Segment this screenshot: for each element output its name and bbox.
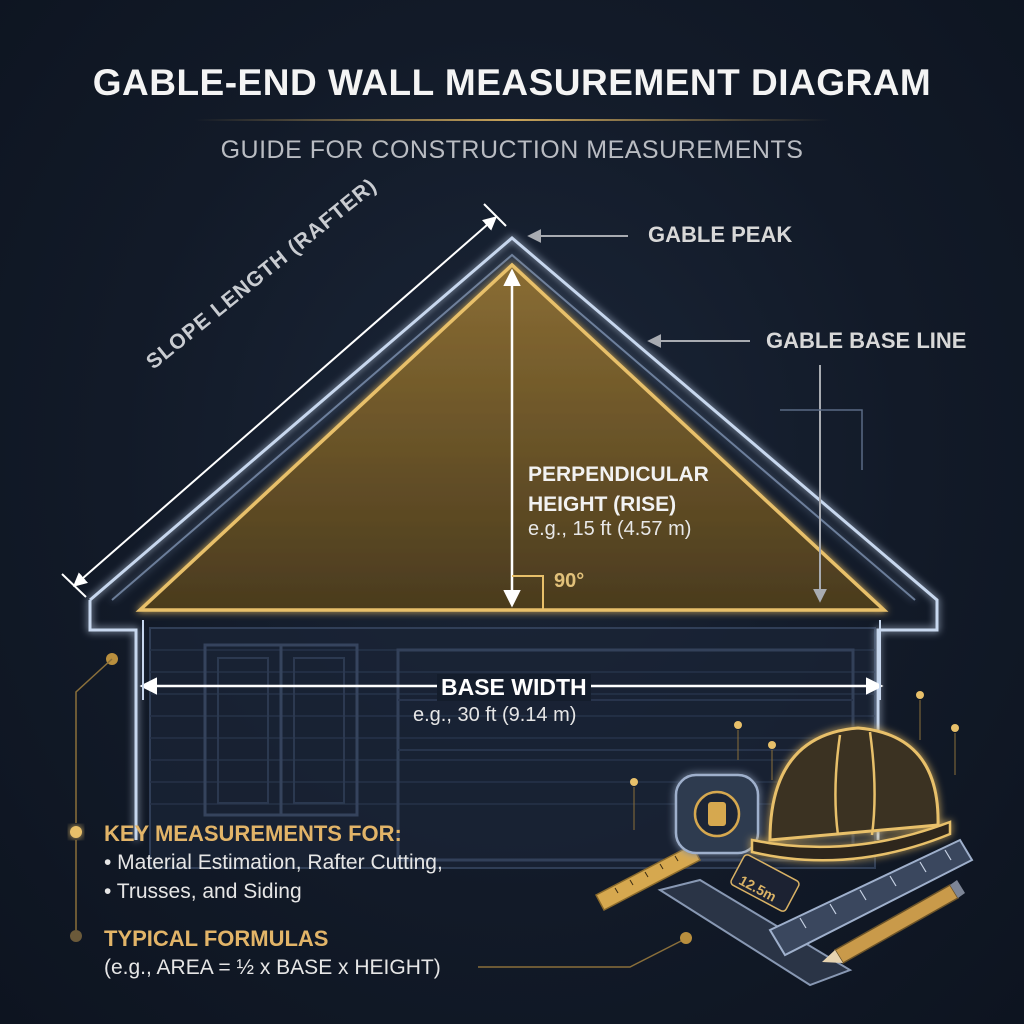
height-example: e.g., 15 ft (4.57 m) — [528, 518, 692, 540]
gable-peak-label: GABLE PEAK — [648, 222, 793, 247]
carpenter-square-icon — [657, 838, 974, 987]
right-angle-label: 90° — [554, 570, 585, 592]
page-subtitle: GUIDE FOR CONSTRUCTION MEASUREMENTS — [220, 136, 804, 164]
perpendicular-line2: HEIGHT (RISE) — [528, 493, 677, 516]
right-angle-mark — [512, 575, 544, 609]
page-title: GABLE-END WALL MEASUREMENT DIAGRAM — [92, 62, 932, 103]
hard-hat-icon — [750, 726, 952, 862]
typical-formulas-heading: TYPICAL FORMULAS — [104, 926, 329, 951]
gable-base-line-label: GABLE BASE LINE — [766, 328, 967, 353]
title-divider — [195, 119, 830, 121]
tape-reading-tag — [730, 854, 800, 912]
tape-measure-icon — [594, 773, 760, 912]
height-dimension — [503, 268, 544, 609]
base-width-example: e.g., 30 ft (9.14 m) — [413, 704, 577, 726]
area-formula: (e.g., AREA = ½ x BASE x HEIGHT) — [104, 956, 441, 979]
slope-length-dimension — [61, 203, 507, 598]
key-measurements-heading: KEY MEASUREMENTS FOR: — [104, 821, 402, 846]
perpendicular-height-label: PERPENDICULAR HEIGHT (RISE) — [528, 460, 709, 520]
base-width-label: BASE WIDTH — [437, 674, 591, 701]
key-item-2: • Trusses, and Siding — [104, 880, 302, 903]
perpendicular-line1: PERPENDICULAR — [528, 463, 709, 486]
pencil-icon — [822, 880, 965, 965]
decorative-sparkles — [630, 691, 959, 830]
notes-leader — [70, 653, 692, 968]
key-item-1: • Material Estimation, Rafter Cutting, — [104, 851, 443, 874]
